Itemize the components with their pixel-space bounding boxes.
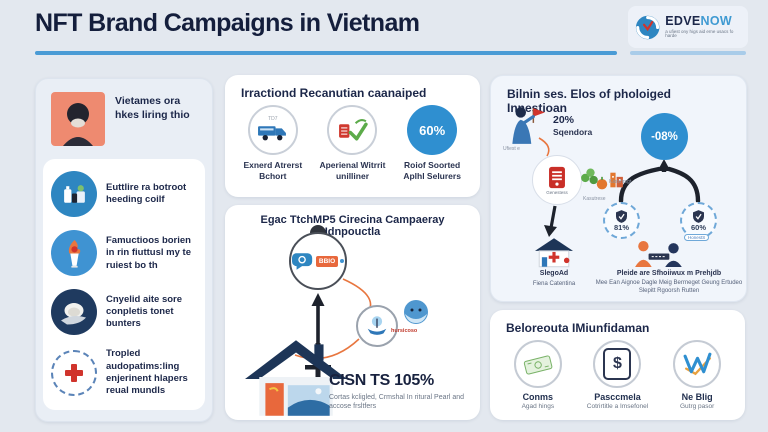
campaign-figure-label: Exnerd Atrerst Bchort xyxy=(243,160,303,182)
chat-icon xyxy=(291,252,313,270)
node-dome xyxy=(310,225,326,233)
foundation-figure: $ Pasccmela Cotrirtitle a Imsefonel xyxy=(578,340,656,411)
campaign-node: BBIO xyxy=(289,232,347,290)
shield-left-value: 81% xyxy=(613,222,629,232)
campaign-figure: Aperienal Witrrit unilliner xyxy=(313,105,391,182)
produce-icons xyxy=(581,168,623,190)
brand-logo: EDVENOW a ufiest ony higs aid erne usacs… xyxy=(628,6,748,48)
person-stat: 20% Sqendora xyxy=(553,114,592,138)
person-stat-name: Sqendora xyxy=(553,127,593,138)
shield-stat-left: 81% xyxy=(603,202,640,239)
foundation-panel-title: Beloreouta IMiunfidaman xyxy=(506,321,650,335)
sidebar-intro: Vietames ora hkes liring thio xyxy=(36,79,212,146)
mascot-caption: hursicoso xyxy=(391,328,418,334)
foundation-figure-caption: Gutrg pasor xyxy=(679,403,715,410)
boat-icon xyxy=(367,316,387,335)
logo-main: EDVE xyxy=(665,14,701,29)
foundation-figure-caption: Agad hings xyxy=(521,403,555,410)
money-ticket-icon xyxy=(513,340,562,388)
mascot-icon xyxy=(404,300,428,324)
campaign-figures: TD7 Exnerd Atrerst Bchort xyxy=(225,103,480,182)
produce-caption: Kasutrese xyxy=(583,196,606,202)
impact-panel-title: Egac TtchMP5 Cirecina Campaeray Idnpouct… xyxy=(260,214,445,238)
market-caption: Kasvhrsgt xyxy=(609,179,632,185)
campaign-figure: TD7 Exnerd Atrerst Bchort xyxy=(234,105,312,182)
clinic-caption: Fiena Catentina xyxy=(532,281,576,287)
decline-stat-circle: -08% xyxy=(641,113,688,160)
impact-stat-value: CISN TS 105% xyxy=(329,372,434,389)
foundation-panel: Beloreouta IMiunfidaman Conms Agad hings xyxy=(490,310,745,420)
double-check-icon xyxy=(673,340,722,388)
people-icons xyxy=(635,241,682,267)
truck-tiny-label: TD7 xyxy=(268,116,278,122)
sidebar-intro-label: Vietames ora hkes liring thio xyxy=(115,95,190,121)
clinic-house-icon xyxy=(535,238,573,268)
list-item-label: Tropled audopatims:ling enjerinent hlape… xyxy=(106,348,188,397)
list-item-label: Famuctioos borien in rin fiuttusl my te … xyxy=(106,234,191,271)
clinic-label: SlegoAd xyxy=(539,270,569,277)
list-item: Famuctioos borien in rin fiuttusl my te … xyxy=(51,230,197,277)
red-ledger-icon xyxy=(549,166,565,188)
campaign-figure-label: Aperienal Witrrit unilliner xyxy=(319,160,386,182)
campaign-panel-title: Irractiond Recanutian caanaiped xyxy=(241,86,427,100)
foundation-figure: Ne Blig Gutrg pasor xyxy=(658,340,736,411)
list-item: Tropled audopatims:ling enjerinent hlape… xyxy=(51,348,197,397)
foundation-figure-label: Conms xyxy=(522,392,554,402)
foundation-figure-caption: Cotrirtitle a Imsefonel xyxy=(586,403,649,410)
shield-right-value: 60% xyxy=(690,222,706,232)
sidebar-list: Euttlire ra botroot heeding coilf Famuct… xyxy=(43,159,205,410)
avatar-icon xyxy=(51,92,105,146)
hand-plate-icon xyxy=(51,289,97,336)
investment-panel: Bilnin ses. Elos of pholoiged Innestioan… xyxy=(490,75,747,302)
approval-icon xyxy=(327,105,378,155)
page-title: NFT Brand Campaigns in Vietnam xyxy=(35,9,420,37)
sidebar-panel: Vietames ora hkes liring thio Euttlire r… xyxy=(35,78,213,422)
percent-circle: 60% xyxy=(407,105,458,155)
logo-tagline: a ufiest ony higs aid erne usacs fo hard… xyxy=(665,28,734,39)
node-badge: BBIO xyxy=(315,255,339,267)
title-underline xyxy=(35,51,617,55)
hub-caption: Genestess xyxy=(546,189,568,195)
percent-value: 60% xyxy=(419,122,446,138)
list-item-label: Euttlire ra botroot heeding coilf xyxy=(106,182,187,206)
campaign-figure: 60% Roiof Soorted Aplhl Selurers xyxy=(393,105,471,182)
list-item: Euttlire ra botroot heeding coilf xyxy=(51,171,197,218)
impact-stat: CISN TS 105% Cortas kcligled, Crmshal In… xyxy=(329,372,471,412)
truck-icon: TD7 xyxy=(247,105,298,155)
hub-node: Genestess xyxy=(532,155,582,205)
people-label: Pleide are Sfhoiiwux m Prehjdb xyxy=(616,270,722,277)
person-tiny-caption: Ufiest e xyxy=(503,146,520,152)
torch-icon xyxy=(51,230,97,277)
logo-swirl-icon xyxy=(635,15,660,39)
products-icon xyxy=(51,171,97,218)
foundation-figure: Conms Agad hings xyxy=(499,340,577,411)
foundation-figures: Conms Agad hings $ Pasccmela Cotrirtitle… xyxy=(490,338,745,411)
dollar-icon: $ xyxy=(593,340,642,388)
person-flag-icon xyxy=(512,107,545,144)
campaign-figure-label: Roiof Soorted Aplhl Selurers xyxy=(403,160,461,182)
logo-wordmark: EDVENOW xyxy=(665,15,741,28)
list-item: Cnyelid aite sore conpletis tonet bunter… xyxy=(51,289,197,336)
house-icon xyxy=(245,340,347,416)
campaign-panel: Irractiond Recanutian caanaiped TD7 Exne… xyxy=(225,75,480,197)
title-underline-right xyxy=(630,51,746,55)
list-item-label: Cnyelid aite sore conpletis tonet bunter… xyxy=(106,293,183,330)
dollar-glyph: $ xyxy=(603,348,632,380)
people-caption: Mee Ean Aignoe Dagle Meig Berrneget Geun… xyxy=(595,280,743,294)
person-stat-value: 20% xyxy=(553,114,575,126)
shield-icon xyxy=(693,209,704,223)
impact-stat-caption: Cortas kcligled, Crmshal In ritural Pear… xyxy=(329,394,464,411)
medical-cross-icon xyxy=(51,349,97,396)
foundation-figure-label: Pasccmela xyxy=(594,392,641,402)
foundation-figure-label: Ne Blig xyxy=(681,392,713,402)
shield-right-tag: HonestS xyxy=(684,234,710,241)
boat-node xyxy=(356,305,398,347)
investment-diagram-lines xyxy=(538,137,701,237)
shield-icon xyxy=(616,209,627,223)
shield-stat-right: 60% xyxy=(680,202,717,239)
decline-stat-value: -08% xyxy=(651,130,678,143)
logo-accent: NOW xyxy=(700,14,732,29)
node-dot xyxy=(340,259,345,263)
impact-panel: Egac TtchMP5 Cirecina Campaeray Idnpouct… xyxy=(225,205,480,420)
